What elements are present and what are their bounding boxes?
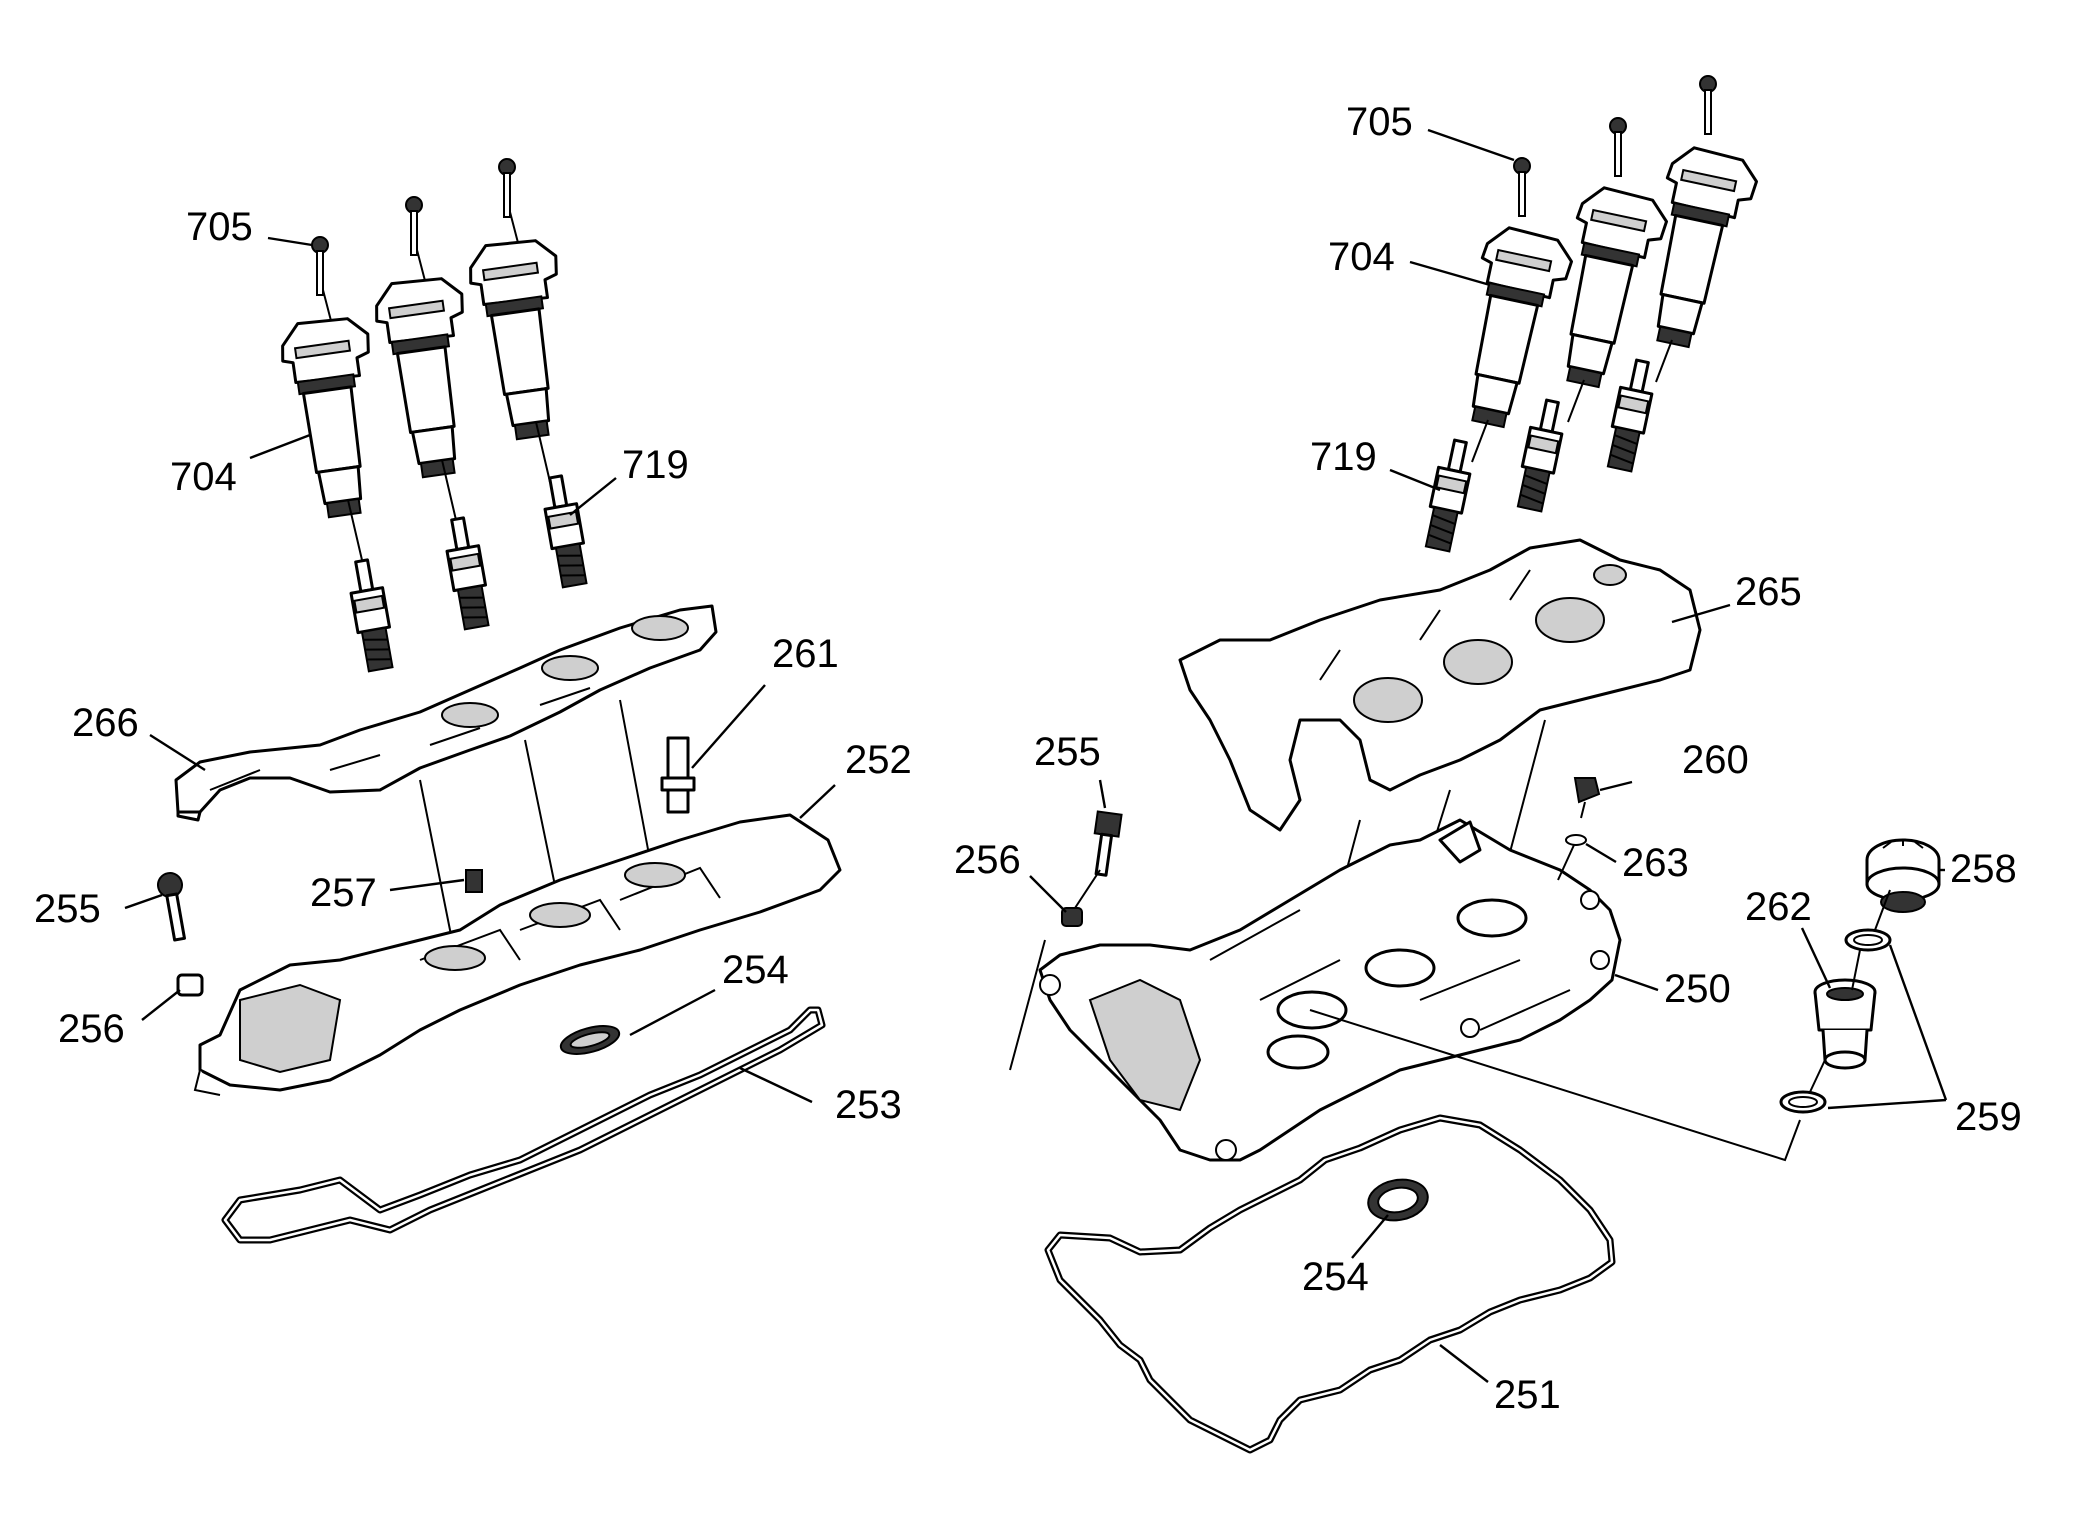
left-bolt-705-a: [311, 236, 329, 296]
left-bolt-705-c: [498, 158, 516, 218]
label-left-261: 261: [772, 632, 839, 676]
right-grommet-256: [1061, 907, 1083, 927]
right-adapter-262: [1813, 978, 1877, 1070]
label-right-262: 262: [1745, 885, 1812, 929]
callout-labels: 705 704 719 266 261 252 255 257 256 254 …: [34, 100, 2022, 1417]
label-left-254: 254: [722, 948, 789, 992]
left-fitting-261: [660, 736, 696, 814]
left-grommet-256: [176, 973, 204, 997]
right-bolt-705-c: [1699, 75, 1717, 135]
right-ignition-coil-3: [1632, 142, 1763, 356]
label-left-257: 257: [310, 871, 377, 915]
right-gasket-251: [1044, 1114, 1616, 1454]
right-spark-plug-3: [1602, 356, 1660, 474]
right-bank-assembly: [1009, 75, 1948, 1454]
right-oil-cap-258: [1865, 838, 1941, 913]
left-seal-254: [559, 1025, 621, 1055]
right-coil-cover-265: [1178, 538, 1702, 832]
left-bolt-705-b: [405, 196, 423, 256]
right-bolt-705-b: [1609, 117, 1627, 177]
left-ignition-coil-3: [464, 234, 582, 445]
right-bolt-705-a: [1513, 157, 1531, 217]
right-sensor-260: [1573, 777, 1601, 819]
left-spark-plug-3: [538, 472, 592, 590]
left-bolt-255: [157, 872, 186, 942]
left-coil-cover-266: [174, 604, 718, 822]
label-left-255: 255: [34, 887, 101, 931]
label-right-256: 256: [954, 838, 1021, 882]
left-ignition-coil-2: [370, 272, 488, 483]
label-right-260: 260: [1682, 738, 1749, 782]
right-oring-263: [1557, 834, 1587, 881]
label-right-265: 265: [1735, 570, 1802, 614]
label-left-256: 256: [58, 1007, 125, 1051]
label-left-266: 266: [72, 701, 139, 745]
label-right-719: 719: [1310, 435, 1377, 479]
left-spark-plug-1: [344, 556, 398, 674]
right-spark-plug-1: [1420, 436, 1478, 554]
label-right-259: 259: [1955, 1095, 2022, 1139]
left-spark-plug-2: [440, 514, 494, 632]
label-right-254: 254: [1302, 1255, 1369, 1299]
label-right-251: 251: [1494, 1373, 1561, 1417]
left-valve-cover-252: [193, 813, 842, 1096]
label-left-253: 253: [835, 1083, 902, 1127]
left-grommet-257: [465, 869, 483, 893]
label-left-719: 719: [622, 443, 689, 487]
left-bank-assembly: [124, 158, 842, 1244]
right-bolt-255: [1093, 810, 1123, 877]
right-oring-259-lower: [1779, 1090, 1827, 1114]
right-spark-plug-2: [1512, 396, 1570, 514]
label-right-255: 255: [1034, 730, 1101, 774]
label-left-704: 704: [170, 455, 237, 499]
left-gasket-253: [221, 1006, 826, 1244]
label-right-258: 258: [1950, 847, 2017, 891]
label-right-704: 704: [1328, 235, 1395, 279]
label-left-252: 252: [845, 738, 912, 782]
left-ignition-coil-1: [276, 312, 394, 523]
label-right-263: 263: [1622, 841, 1689, 885]
label-left-705: 705: [186, 205, 253, 249]
right-ignition-coil-2: [1542, 182, 1673, 396]
right-seal-254: [1367, 1178, 1429, 1222]
label-right-705: 705: [1346, 100, 1413, 144]
label-right-250: 250: [1664, 967, 1731, 1011]
right-oring-259-upper: [1844, 928, 1892, 952]
right-valve-cover-250: [1038, 818, 1622, 1162]
